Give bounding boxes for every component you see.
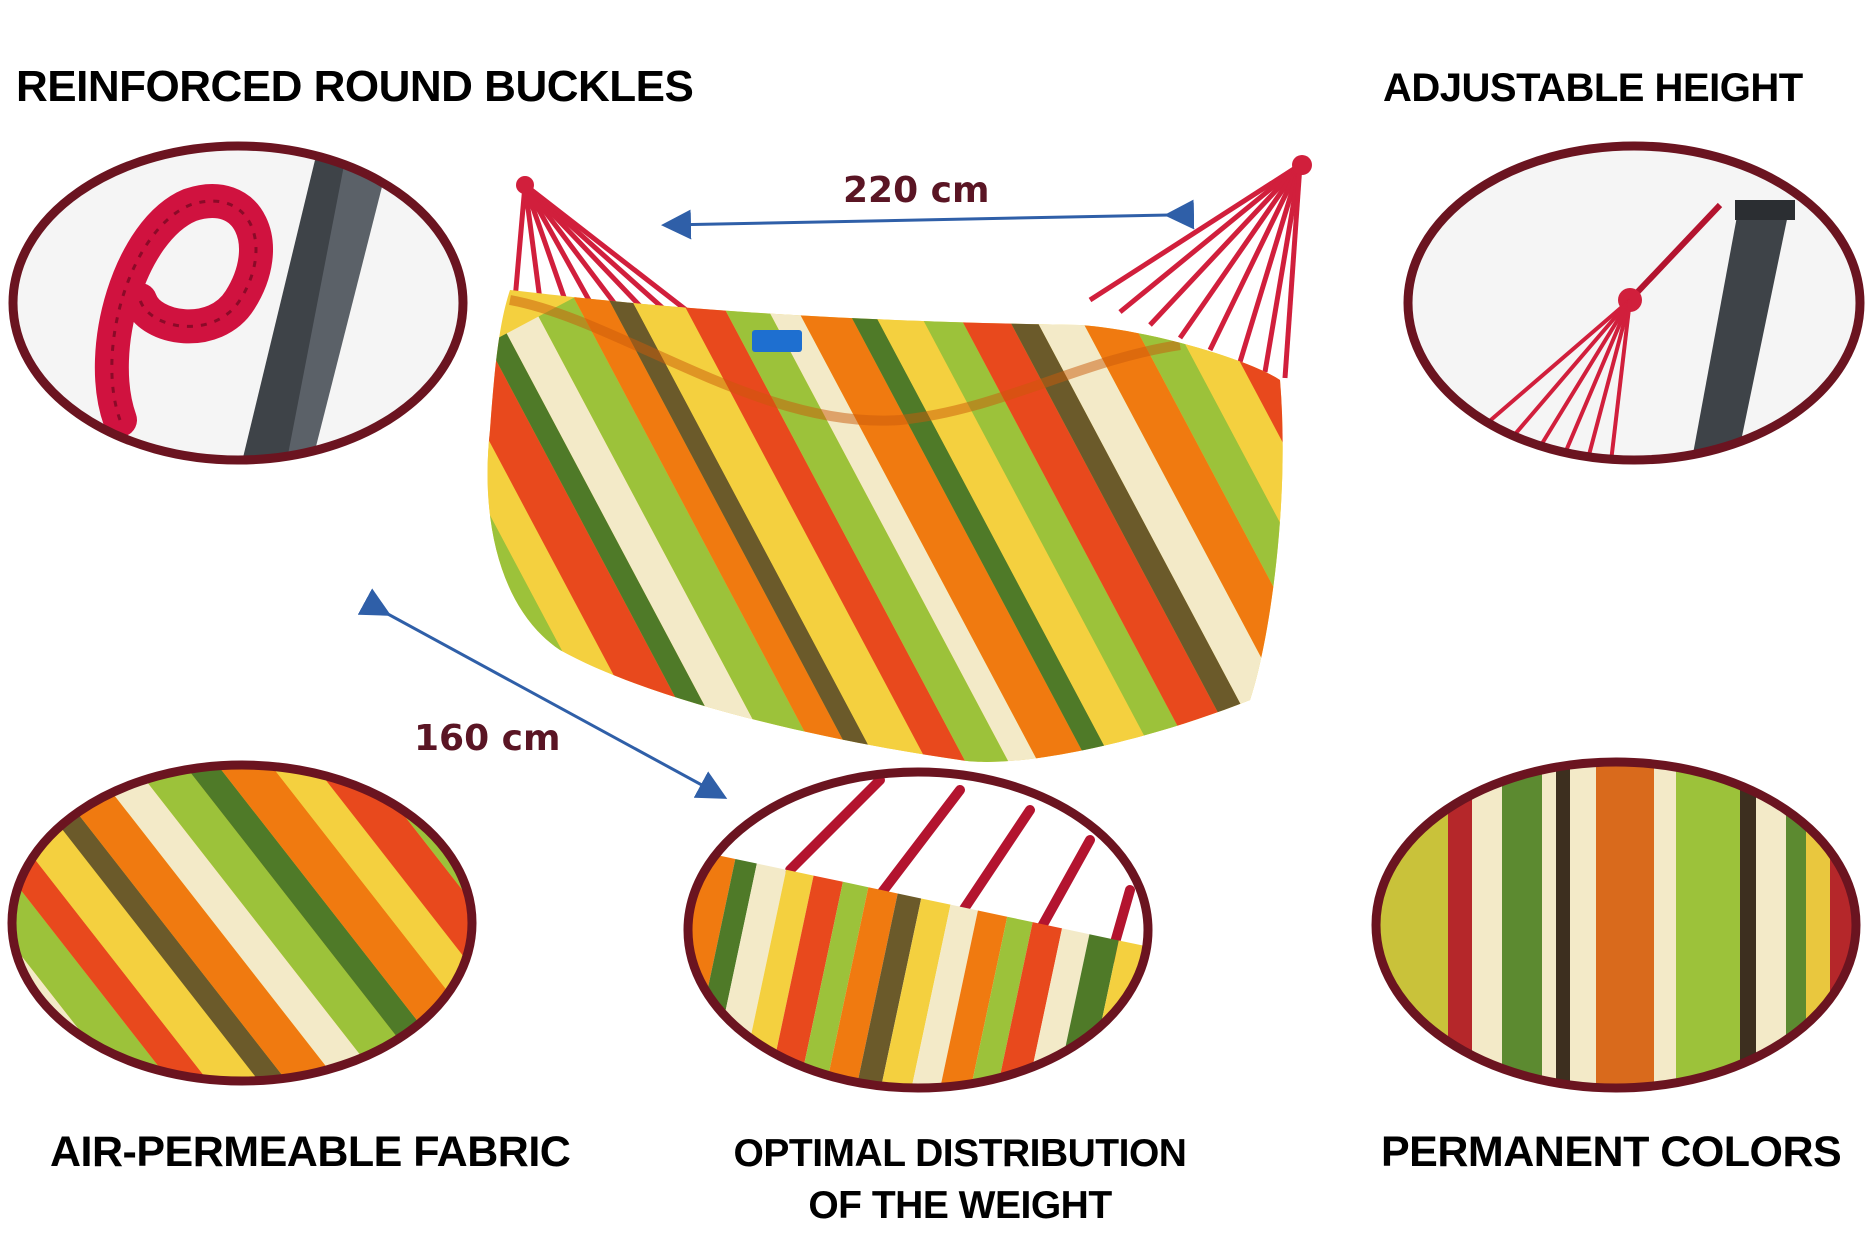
optimal-distribution-line1: OPTIMAL DISTRIBUTION: [733, 1132, 1187, 1175]
right-ropes: [1088, 162, 1303, 379]
length-dimension-label: 220 cm: [843, 170, 990, 211]
left-ropes: [512, 183, 692, 315]
buckle-detail: [8, 141, 468, 465]
colors-detail: [1371, 757, 1861, 1093]
weight-detail: [683, 767, 1153, 1093]
adjustable-height-label: ADJUSTABLE HEIGHT: [1383, 66, 1803, 110]
optimal-distribution-label: OPTIMAL DISTRIBUTION OF THE WEIGHT: [690, 1128, 1230, 1232]
brand-tag: [752, 330, 802, 352]
width-arrow: [357, 588, 728, 799]
left-hook-ring: [516, 176, 534, 194]
right-hook-ring: [1292, 155, 1312, 175]
length-arrow: [661, 199, 1195, 240]
air-permeable-fabric-label: AIR-PERMEABLE FABRIC: [50, 1128, 571, 1176]
permanent-colors-label: PERMANENT COLORS: [1381, 1128, 1842, 1176]
height-detail: [1403, 141, 1865, 465]
reinforced-round-buckles-label: REINFORCED ROUND BUCKLES: [16, 62, 694, 111]
width-dimension-label: 160 cm: [414, 718, 561, 759]
optimal-distribution-line2: OF THE WEIGHT: [808, 1184, 1112, 1227]
